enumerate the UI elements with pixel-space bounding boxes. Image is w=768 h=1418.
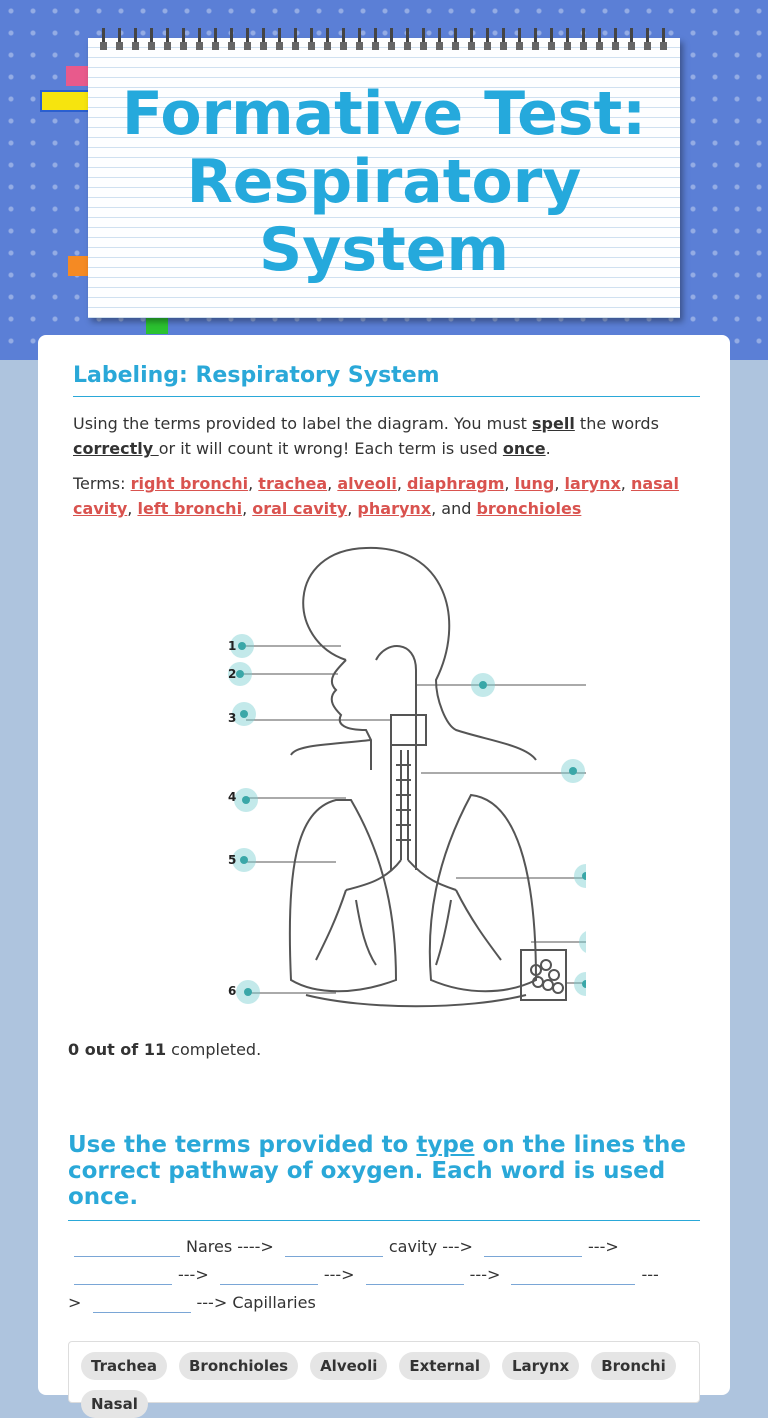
- instruction-text: Using the terms provided to label the di…: [73, 414, 532, 433]
- term-link[interactable]: lung: [515, 474, 555, 493]
- labeling-instructions: Using the terms provided to label the di…: [73, 411, 703, 461]
- term-link[interactable]: pharynx: [357, 499, 431, 518]
- hotspot-number: 2: [228, 667, 236, 681]
- word-chip[interactable]: Alveoli: [310, 1352, 387, 1380]
- respiratory-diagram: 1234567891011: [186, 540, 586, 1020]
- pathway-blank-3[interactable]: [484, 1238, 582, 1257]
- term-link[interactable]: oral cavity: [252, 499, 347, 518]
- instruction-text: the words: [575, 414, 659, 433]
- instruction-spell: spell: [532, 414, 575, 433]
- pathway-arrow: >: [68, 1293, 81, 1312]
- word-chip[interactable]: Larynx: [502, 1352, 579, 1380]
- instruction-correctly: correctly: [73, 439, 159, 458]
- instruction-once: once: [503, 439, 546, 458]
- term-separator: ,: [397, 474, 407, 493]
- pathway-blank-8[interactable]: [93, 1294, 191, 1313]
- hotspot-dot: [238, 642, 246, 650]
- hotspot-number: 5: [228, 853, 236, 867]
- term-link[interactable]: diaphragm: [407, 474, 504, 493]
- term-separator: ,: [554, 474, 564, 493]
- term-separator: ,: [327, 474, 337, 493]
- hotspot-number: 1: [228, 639, 236, 653]
- pathway-blank-2[interactable]: [285, 1238, 383, 1257]
- pathway-title-text: Use the terms provided to: [68, 1132, 416, 1158]
- spiral-binding-loops: [98, 42, 670, 50]
- pathway-arrow: --->: [324, 1265, 355, 1284]
- term-link[interactable]: larynx: [564, 474, 620, 493]
- pathway-section-title: Use the terms provided to type on the li…: [68, 1132, 700, 1221]
- hotspot-number: 4: [228, 790, 236, 804]
- term-separator: ,: [127, 499, 137, 518]
- pathway-text: cavity --->: [389, 1237, 473, 1256]
- completion-status: 0 out of 11 completed.: [68, 1040, 261, 1059]
- term-separator: , and: [431, 499, 476, 518]
- worksheet-card: Labeling: Respiratory System Using the t…: [38, 335, 730, 1395]
- pathway-arrow: --->: [588, 1237, 619, 1256]
- oxygen-pathway: Nares ----> cavity ---> ---> ---> ---> -…: [68, 1233, 700, 1317]
- pathway-blank-4[interactable]: [74, 1266, 172, 1285]
- page-title: Formative Test: Respiratory System: [100, 80, 668, 284]
- pathway-end-text: ---> Capillaries: [197, 1293, 316, 1312]
- label-hotspot-10[interactable]: [579, 930, 586, 954]
- word-chip[interactable]: External: [399, 1352, 490, 1380]
- pathway-text: Nares ---->: [186, 1237, 274, 1256]
- pathway-blank-1[interactable]: [74, 1238, 180, 1257]
- term-separator: ,: [248, 474, 258, 493]
- pathway-blank-7[interactable]: [511, 1266, 635, 1285]
- completion-count: 0 out of 11: [68, 1040, 166, 1059]
- pathway-title-type: type: [416, 1132, 474, 1158]
- term-link[interactable]: trachea: [258, 474, 327, 493]
- tab-orange: [68, 256, 90, 276]
- hotspot-dot: [240, 856, 248, 864]
- term-separator: ,: [621, 474, 631, 493]
- hotspot-number: 6: [228, 984, 236, 998]
- hotspot-dot: [240, 710, 248, 718]
- term-link[interactable]: right bronchi: [131, 474, 249, 493]
- pathway-arrow: ---: [641, 1265, 658, 1284]
- word-chip[interactable]: Nasal: [81, 1390, 148, 1418]
- labeling-section-title: Labeling: Respiratory System: [73, 363, 700, 397]
- word-chip[interactable]: Trachea: [81, 1352, 167, 1380]
- tab-green: [146, 318, 168, 334]
- instruction-text: or it will count it wrong! Each term is …: [159, 439, 503, 458]
- hotspot-dot: [236, 670, 244, 678]
- hotspot-dot: [479, 681, 487, 689]
- word-chip[interactable]: Bronchi: [591, 1352, 676, 1380]
- term-separator: ,: [347, 499, 357, 518]
- tab-yellow: [40, 90, 90, 112]
- hotspot-number: 3: [228, 711, 236, 725]
- completion-suffix: completed.: [166, 1040, 261, 1059]
- term-link[interactable]: alveoli: [337, 474, 397, 493]
- instruction-text: .: [546, 439, 551, 458]
- terms-label: Terms:: [73, 474, 131, 493]
- hotspot-dot: [242, 796, 250, 804]
- hotspot-dot: [244, 988, 252, 996]
- diagram-outline: [290, 548, 566, 1006]
- term-link[interactable]: left bronchi: [137, 499, 242, 518]
- pathway-arrow: --->: [470, 1265, 501, 1284]
- word-chip[interactable]: Bronchioles: [179, 1352, 298, 1380]
- term-separator: ,: [504, 474, 514, 493]
- tab-pink: [66, 66, 90, 86]
- pathway-arrow: --->: [178, 1265, 209, 1284]
- pathway-blank-5[interactable]: [220, 1266, 318, 1285]
- terms-list: Terms: right bronchi, trachea, alveoli , …: [73, 471, 703, 521]
- term-link[interactable]: bronchioles: [476, 499, 581, 518]
- pathway-blank-6[interactable]: [366, 1266, 464, 1285]
- term-separator: ,: [242, 499, 252, 518]
- word-bank: Trachea Bronchioles Alveoli External Larynx B…: [68, 1341, 700, 1403]
- hotspot-dot: [569, 767, 577, 775]
